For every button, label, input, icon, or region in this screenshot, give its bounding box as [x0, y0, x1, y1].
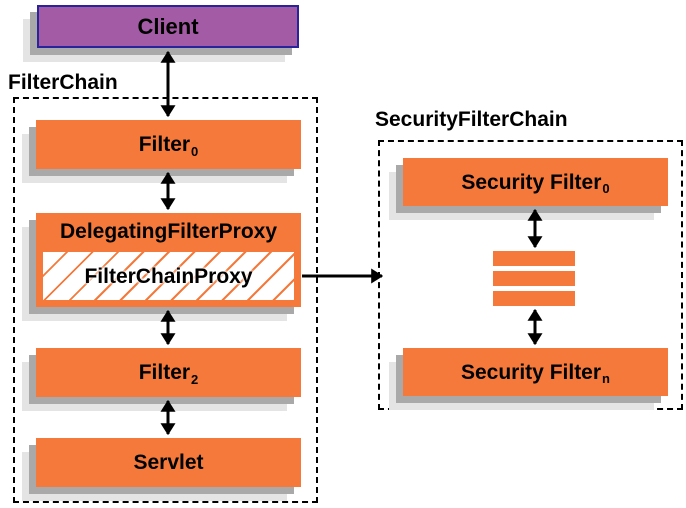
node-security-filter-0-label: Security Filter0 — [461, 170, 610, 197]
node-client-label: Client — [137, 13, 199, 39]
node-security-filter-0-subscript: 0 — [602, 181, 610, 197]
securityfilterchain-group-label: SecurityFilterChain — [375, 108, 568, 131]
more-filters-ellipsis-bar-2 — [493, 271, 575, 286]
node-security-filter-n-label: Security Filtern — [460, 360, 610, 387]
node-delegating-filter-proxy: DelegatingFilterProxy FilterChainProxy — [36, 213, 301, 307]
node-filter0-subscript: 0 — [191, 143, 199, 159]
node-security-filter-0: Security Filter0 — [403, 158, 668, 206]
more-filters-ellipsis-bar-1 — [493, 251, 575, 266]
node-client: Client — [37, 5, 299, 48]
node-filter2-label: Filter2 — [138, 361, 199, 387]
node-filter2-subscript: 2 — [191, 371, 199, 387]
node-security-filter-n: Security Filtern — [403, 348, 668, 396]
node-filter0: Filter0 — [36, 120, 301, 169]
node-servlet-label: Servlet — [133, 451, 204, 474]
node-filter-chain-proxy: FilterChainProxy — [40, 249, 297, 303]
node-filter0-label: Filter0 — [138, 133, 199, 159]
filterchain-group-label: FilterChain — [8, 71, 118, 94]
node-delegating-filter-proxy-label: DelegatingFilterProxy — [59, 219, 278, 243]
node-servlet: Servlet — [36, 438, 301, 487]
node-filter2: Filter2 — [36, 348, 301, 397]
node-filter-chain-proxy-label: FilterChainProxy — [84, 264, 253, 288]
node-security-filter-n-subscript: n — [602, 371, 610, 387]
more-filters-ellipsis-bar-3 — [493, 291, 575, 306]
